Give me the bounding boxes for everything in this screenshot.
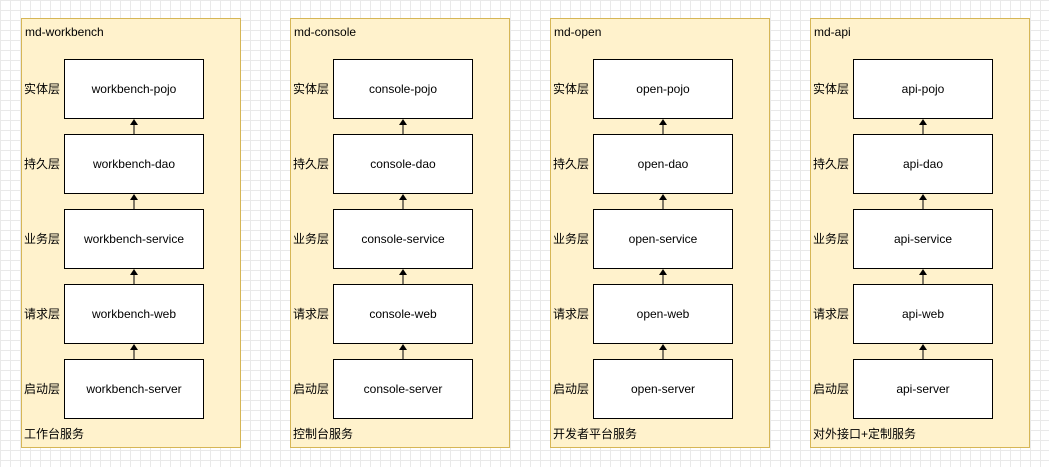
layer-label-bootstrap: 启动层 — [24, 382, 61, 396]
module-title: md-open — [554, 25, 602, 39]
workbench-dao-box: workbench-dao — [64, 134, 204, 194]
layer-label-bootstrap: 启动层 — [553, 382, 590, 396]
dependency-arrow-icon — [915, 119, 931, 134]
open-web-box: open-web — [593, 284, 733, 344]
open-server-box: open-server — [593, 359, 733, 419]
module-title: md-workbench — [25, 25, 104, 39]
layer-label-persistence: 持久层 — [553, 157, 590, 171]
dependency-arrow-icon — [655, 344, 671, 359]
dependency-arrow-icon — [655, 194, 671, 209]
module-service-label: 对外接口+定制服务 — [813, 427, 917, 441]
console-web-box: console-web — [333, 284, 473, 344]
open-service-box: open-service — [593, 209, 733, 269]
workbench-server-box: workbench-server — [64, 359, 204, 419]
layer-label-entity: 实体层 — [553, 82, 590, 96]
api-pojo-box: api-pojo — [853, 59, 993, 119]
workbench-web-box: workbench-web — [64, 284, 204, 344]
api-server-box: api-server — [853, 359, 993, 419]
workbench-service-box: workbench-service — [64, 209, 204, 269]
layer-label-persistence: 持久层 — [24, 157, 61, 171]
layer-label-bootstrap: 启动层 — [813, 382, 850, 396]
layer-label-bootstrap: 启动层 — [293, 382, 330, 396]
dependency-arrow-icon — [655, 119, 671, 134]
api-web-box: api-web — [853, 284, 993, 344]
dependency-arrow-icon — [395, 269, 411, 284]
api-dao-box: api-dao — [853, 134, 993, 194]
layer-label-request: 请求层 — [553, 307, 590, 321]
module-title: md-console — [294, 25, 357, 39]
dependency-arrow-icon — [395, 344, 411, 359]
open-pojo-box: open-pojo — [593, 59, 733, 119]
dependency-arrow-icon — [655, 269, 671, 284]
module-md-open: md-open 实体层 open-pojo 持久层 open-dao 业务层 o… — [550, 18, 770, 448]
layer-label-business: 业务层 — [24, 232, 61, 246]
layer-label-persistence: 持久层 — [813, 157, 850, 171]
module-service-label: 工作台服务 — [24, 427, 85, 441]
layer-label-business: 业务层 — [813, 232, 850, 246]
layer-label-request: 请求层 — [813, 307, 850, 321]
console-pojo-box: console-pojo — [333, 59, 473, 119]
dependency-arrow-icon — [915, 194, 931, 209]
dependency-arrow-icon — [915, 269, 931, 284]
dependency-arrow-icon — [395, 119, 411, 134]
module-title: md-api — [814, 25, 851, 39]
dependency-arrow-icon — [126, 119, 142, 134]
layer-label-entity: 实体层 — [293, 82, 330, 96]
console-service-box: console-service — [333, 209, 473, 269]
module-service-label: 控制台服务 — [293, 427, 354, 441]
module-md-console: md-console 实体层 console-pojo 持久层 console-… — [290, 18, 510, 448]
layer-label-entity: 实体层 — [24, 82, 61, 96]
module-service-label: 开发者平台服务 — [553, 427, 638, 441]
workbench-pojo-box: workbench-pojo — [64, 59, 204, 119]
module-md-api: md-api 实体层 api-pojo 持久层 api-dao 业务层 api-… — [810, 18, 1030, 448]
console-dao-box: console-dao — [333, 134, 473, 194]
layer-label-persistence: 持久层 — [293, 157, 330, 171]
layer-label-request: 请求层 — [293, 307, 330, 321]
layer-label-business: 业务层 — [553, 232, 590, 246]
dependency-arrow-icon — [126, 269, 142, 284]
dependency-arrow-icon — [126, 344, 142, 359]
layer-label-entity: 实体层 — [813, 82, 850, 96]
module-md-workbench: md-workbench 实体层 workbench-pojo 持久层 work… — [21, 18, 241, 448]
api-service-box: api-service — [853, 209, 993, 269]
layer-label-business: 业务层 — [293, 232, 330, 246]
dependency-arrow-icon — [915, 344, 931, 359]
console-server-box: console-server — [333, 359, 473, 419]
layer-label-request: 请求层 — [24, 307, 61, 321]
dependency-arrow-icon — [126, 194, 142, 209]
open-dao-box: open-dao — [593, 134, 733, 194]
dependency-arrow-icon — [395, 194, 411, 209]
